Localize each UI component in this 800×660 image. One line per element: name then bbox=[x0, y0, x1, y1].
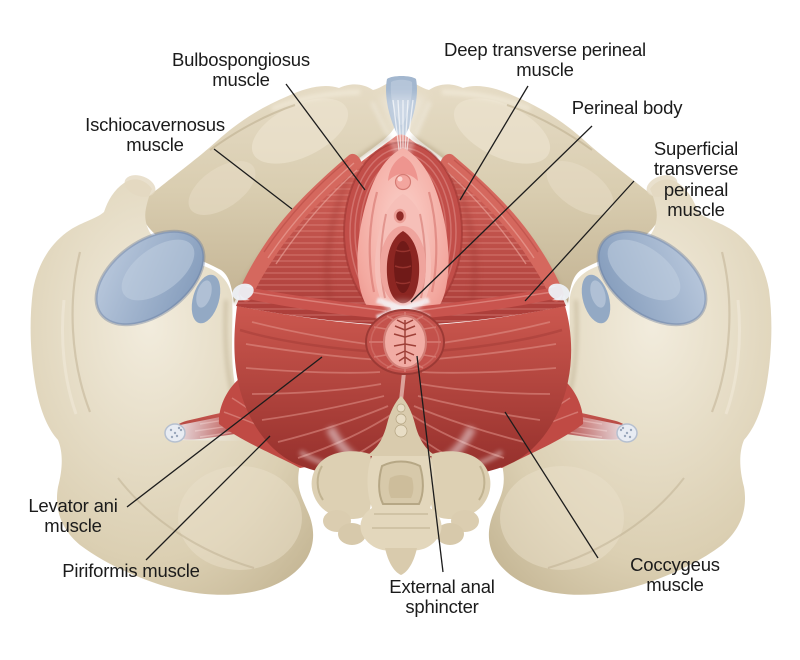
acetabulum-cartilage-left bbox=[94, 229, 206, 327]
ischial-cartilage-left bbox=[191, 274, 221, 324]
label-perineal-body: Perineal body bbox=[571, 97, 683, 118]
label-superficial-transverse-perineal: Superficial transverse perineal muscle bbox=[653, 138, 739, 221]
glans-clitoris bbox=[394, 173, 412, 191]
label-levator-ani: Levator ani muscle bbox=[28, 495, 118, 537]
urethral-opening bbox=[393, 208, 407, 224]
anal-folds bbox=[393, 319, 417, 364]
label-bulbospongiosus: Bulbospongiosus muscle bbox=[172, 49, 310, 91]
label-deep-transverse-perineal: Deep transverse perineal muscle bbox=[444, 39, 646, 81]
label-piriformis: Piriformis muscle bbox=[62, 560, 200, 581]
external-anal-sphincter-muscle bbox=[365, 309, 445, 375]
label-external-anal-sphincter: External anal sphincter bbox=[389, 576, 495, 618]
label-ischiocavernosus: Ischiocavernosus muscle bbox=[85, 114, 225, 156]
label-coccygeus: Coccygeus muscle bbox=[630, 554, 720, 596]
superficial-transverse-perineal-left bbox=[232, 283, 392, 319]
sacral-ala-left bbox=[311, 451, 373, 545]
clitoral-hood bbox=[388, 156, 418, 181]
